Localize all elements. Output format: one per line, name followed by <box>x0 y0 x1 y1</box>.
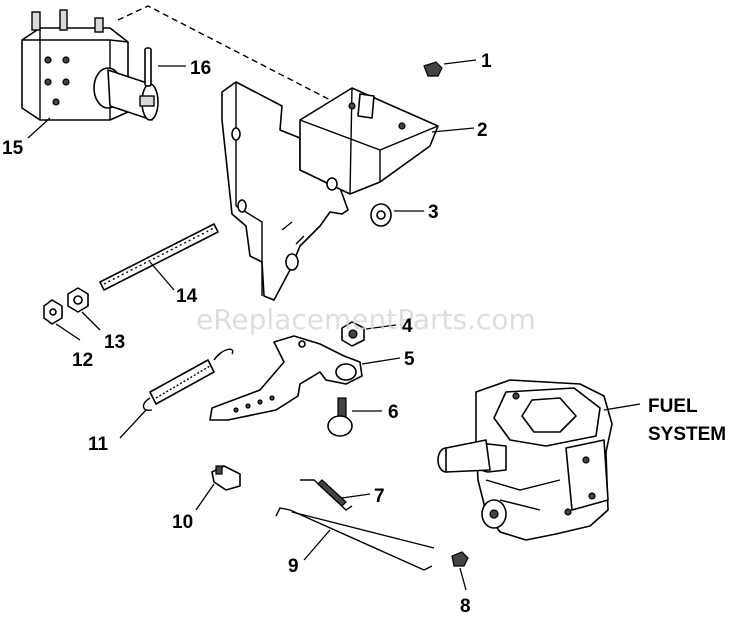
callout-11: 11 <box>88 434 109 455</box>
callout-15: 15 <box>2 138 24 159</box>
part-15-solenoid <box>21 9 159 121</box>
part-1-screw <box>423 59 477 77</box>
watermark-text: eReplacementParts.com <box>196 303 536 336</box>
callout-14: 14 <box>176 286 198 307</box>
part-2-mounting-bracket <box>221 81 475 301</box>
callout-15-leader <box>27 117 51 139</box>
part-5-lever <box>209 335 401 421</box>
callout-6: 6 <box>388 402 399 423</box>
callout-13: 13 <box>104 332 125 353</box>
callout-16: 16 <box>190 58 211 79</box>
callout-12: 12 <box>72 350 93 371</box>
part-4-nut <box>341 321 397 347</box>
fuel-system-carburetor <box>437 379 641 541</box>
part-14-threaded-rod <box>99 223 219 291</box>
part-13-nut <box>67 287 101 331</box>
callout-1: 1 <box>481 51 492 72</box>
fuel-system-label-line-2: SYSTEM <box>648 424 726 445</box>
callout-8: 8 <box>460 596 471 617</box>
callout-5: 5 <box>404 349 415 370</box>
callout-4: 4 <box>402 316 413 337</box>
part-10-clip <box>195 465 241 511</box>
dashed-guide-line <box>117 5 341 106</box>
callout-7: 7 <box>374 486 385 507</box>
part-9-rod <box>275 507 435 571</box>
part-12-nut <box>43 299 81 341</box>
callout-9: 9 <box>288 556 299 577</box>
callout-10: 10 <box>172 512 193 533</box>
part-6-screw <box>327 397 382 437</box>
fuel-system-label-line-1: FUEL <box>648 396 698 417</box>
callout-2: 2 <box>477 120 488 141</box>
callout-3: 3 <box>428 202 439 223</box>
part-7-spring-link <box>300 479 371 511</box>
part-16-pin <box>144 47 186 87</box>
part-3-washer <box>370 203 424 227</box>
part-11-spring <box>119 348 234 439</box>
part-8-nut <box>451 551 469 591</box>
